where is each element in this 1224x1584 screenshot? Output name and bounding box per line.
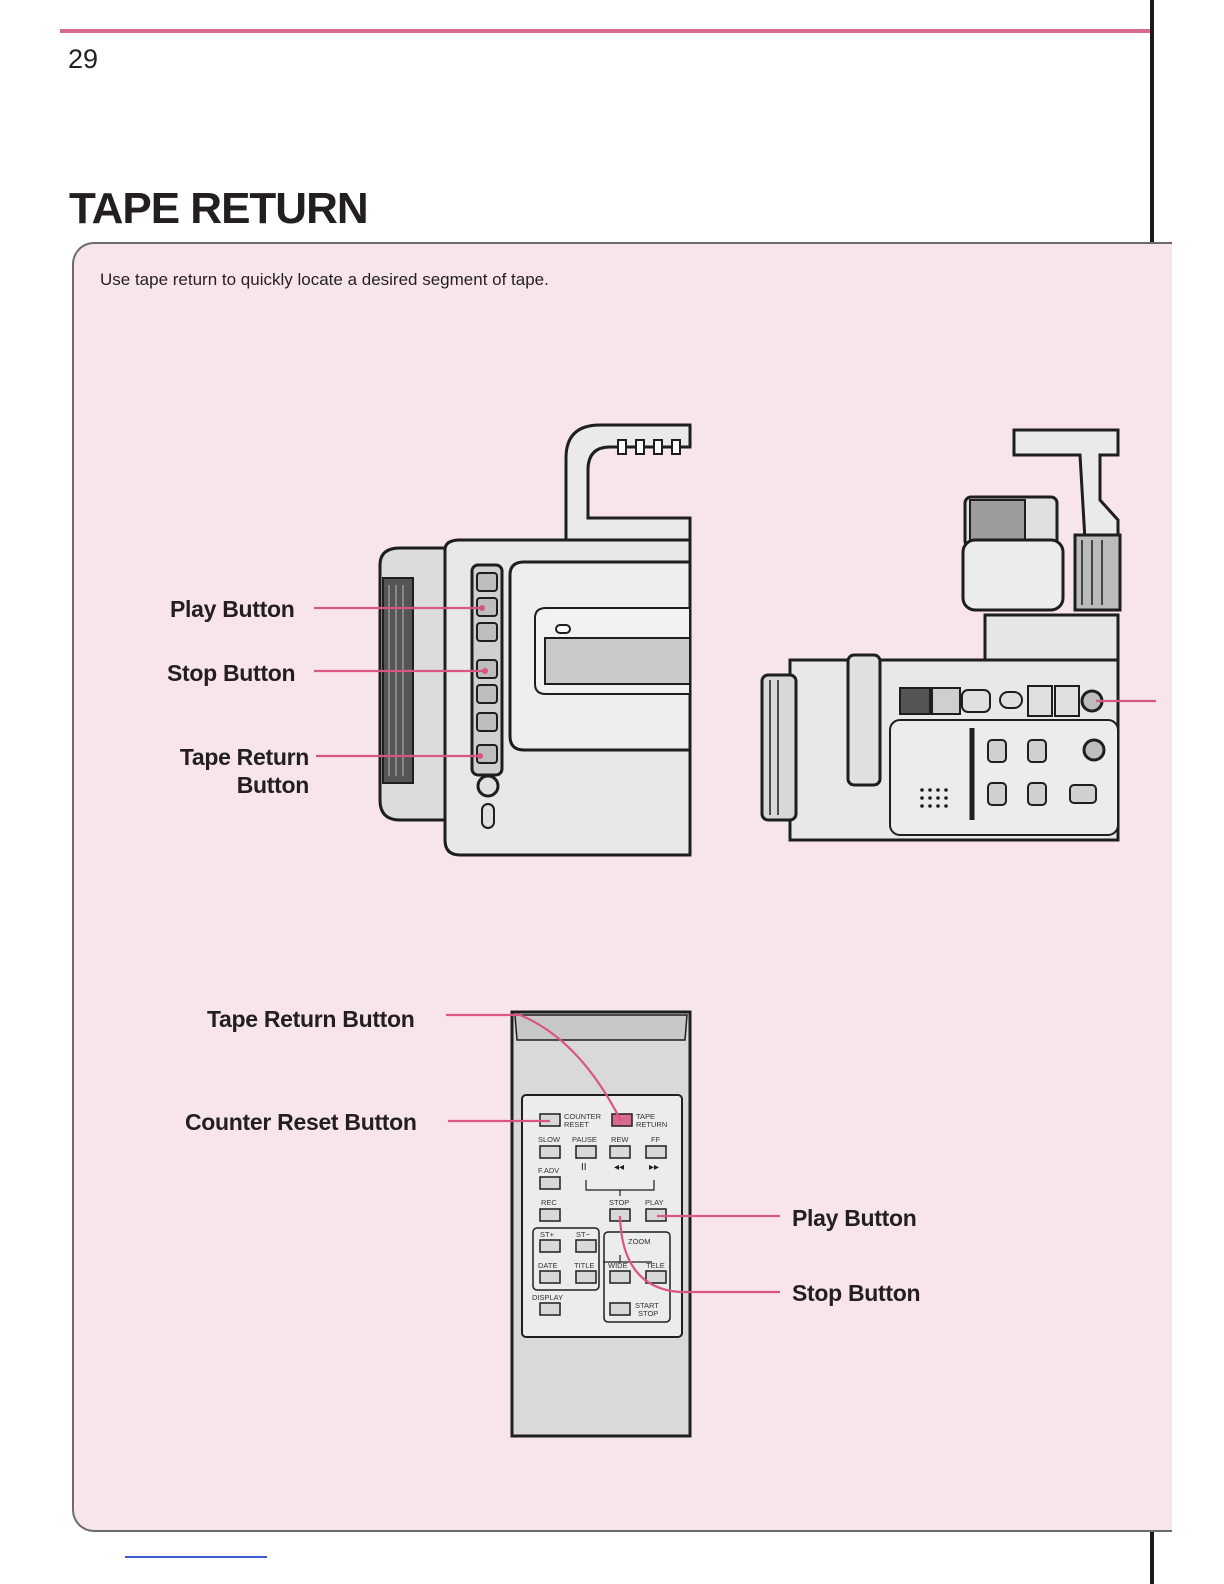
leader-lines	[314, 605, 780, 1294]
tape-return-key-label-2: RETURN	[636, 1120, 667, 1129]
camcorder-side-illustration	[378, 423, 692, 857]
tape-return-key-label: TAPE	[636, 1112, 655, 1121]
counter-reset-key-label: COUNTER	[564, 1112, 602, 1121]
page-title: TAPE RETURN	[69, 184, 369, 233]
st-minus-key-label: ST−	[576, 1230, 591, 1239]
intro-text: Use tape return to quickly locate a desi…	[100, 270, 549, 289]
stop-key-label: STOP	[609, 1198, 629, 1207]
start-stop-key-label-2: STOP	[638, 1309, 658, 1318]
camcorder-front-illustration	[760, 428, 1122, 842]
page-number: 29	[68, 44, 99, 74]
camera-stop-button-callout: Stop Button	[167, 660, 296, 686]
rew-symbol-icon: ◂◂	[614, 1162, 624, 1173]
play-key-label: PLAY	[645, 1198, 664, 1207]
camera-tape-return-callout-line1: Tape Return	[179, 744, 309, 770]
st-plus-key-label: ST+	[540, 1230, 555, 1239]
date-key-label: DATE	[538, 1261, 557, 1270]
camera-play-button-callout: Play Button	[170, 596, 295, 622]
title-key-label: TITLE	[574, 1261, 594, 1270]
ff-key-label: FF	[651, 1135, 661, 1144]
top-rule	[60, 29, 1152, 33]
remote-stop-button-callout: Stop Button	[792, 1280, 921, 1306]
ff-symbol-icon: ▸▸	[649, 1162, 659, 1173]
counter-reset-key-label-2: RESET	[564, 1120, 589, 1129]
pause-symbol-icon: II	[581, 1162, 587, 1173]
rec-key-label: REC	[541, 1198, 557, 1207]
camera-tape-return-callout-line2: Button	[236, 772, 310, 798]
remote-control-illustration: II ◂◂ ▸▸ COUNTER RESET TAPE RETURN SLOW …	[510, 1010, 692, 1438]
rew-key-label: REW	[611, 1135, 629, 1144]
bottom-underline	[125, 1556, 267, 1558]
wide-key-label: WIDE	[608, 1261, 628, 1270]
pause-key-label: PAUSE	[572, 1135, 597, 1144]
fadv-key-label: F.ADV	[538, 1166, 559, 1175]
remote-counter-reset-callout: Counter Reset Button	[185, 1109, 417, 1135]
remote-play-button-callout: Play Button	[792, 1205, 917, 1231]
slow-key-label: SLOW	[538, 1135, 561, 1144]
start-stop-key-label: START	[635, 1301, 659, 1310]
zoom-key-label: ZOOM	[628, 1237, 651, 1246]
remote-tape-return-callout: Tape Return Button	[207, 1006, 415, 1032]
tele-key-label: TELE	[646, 1261, 665, 1270]
display-key-label: DISPLAY	[532, 1293, 563, 1302]
